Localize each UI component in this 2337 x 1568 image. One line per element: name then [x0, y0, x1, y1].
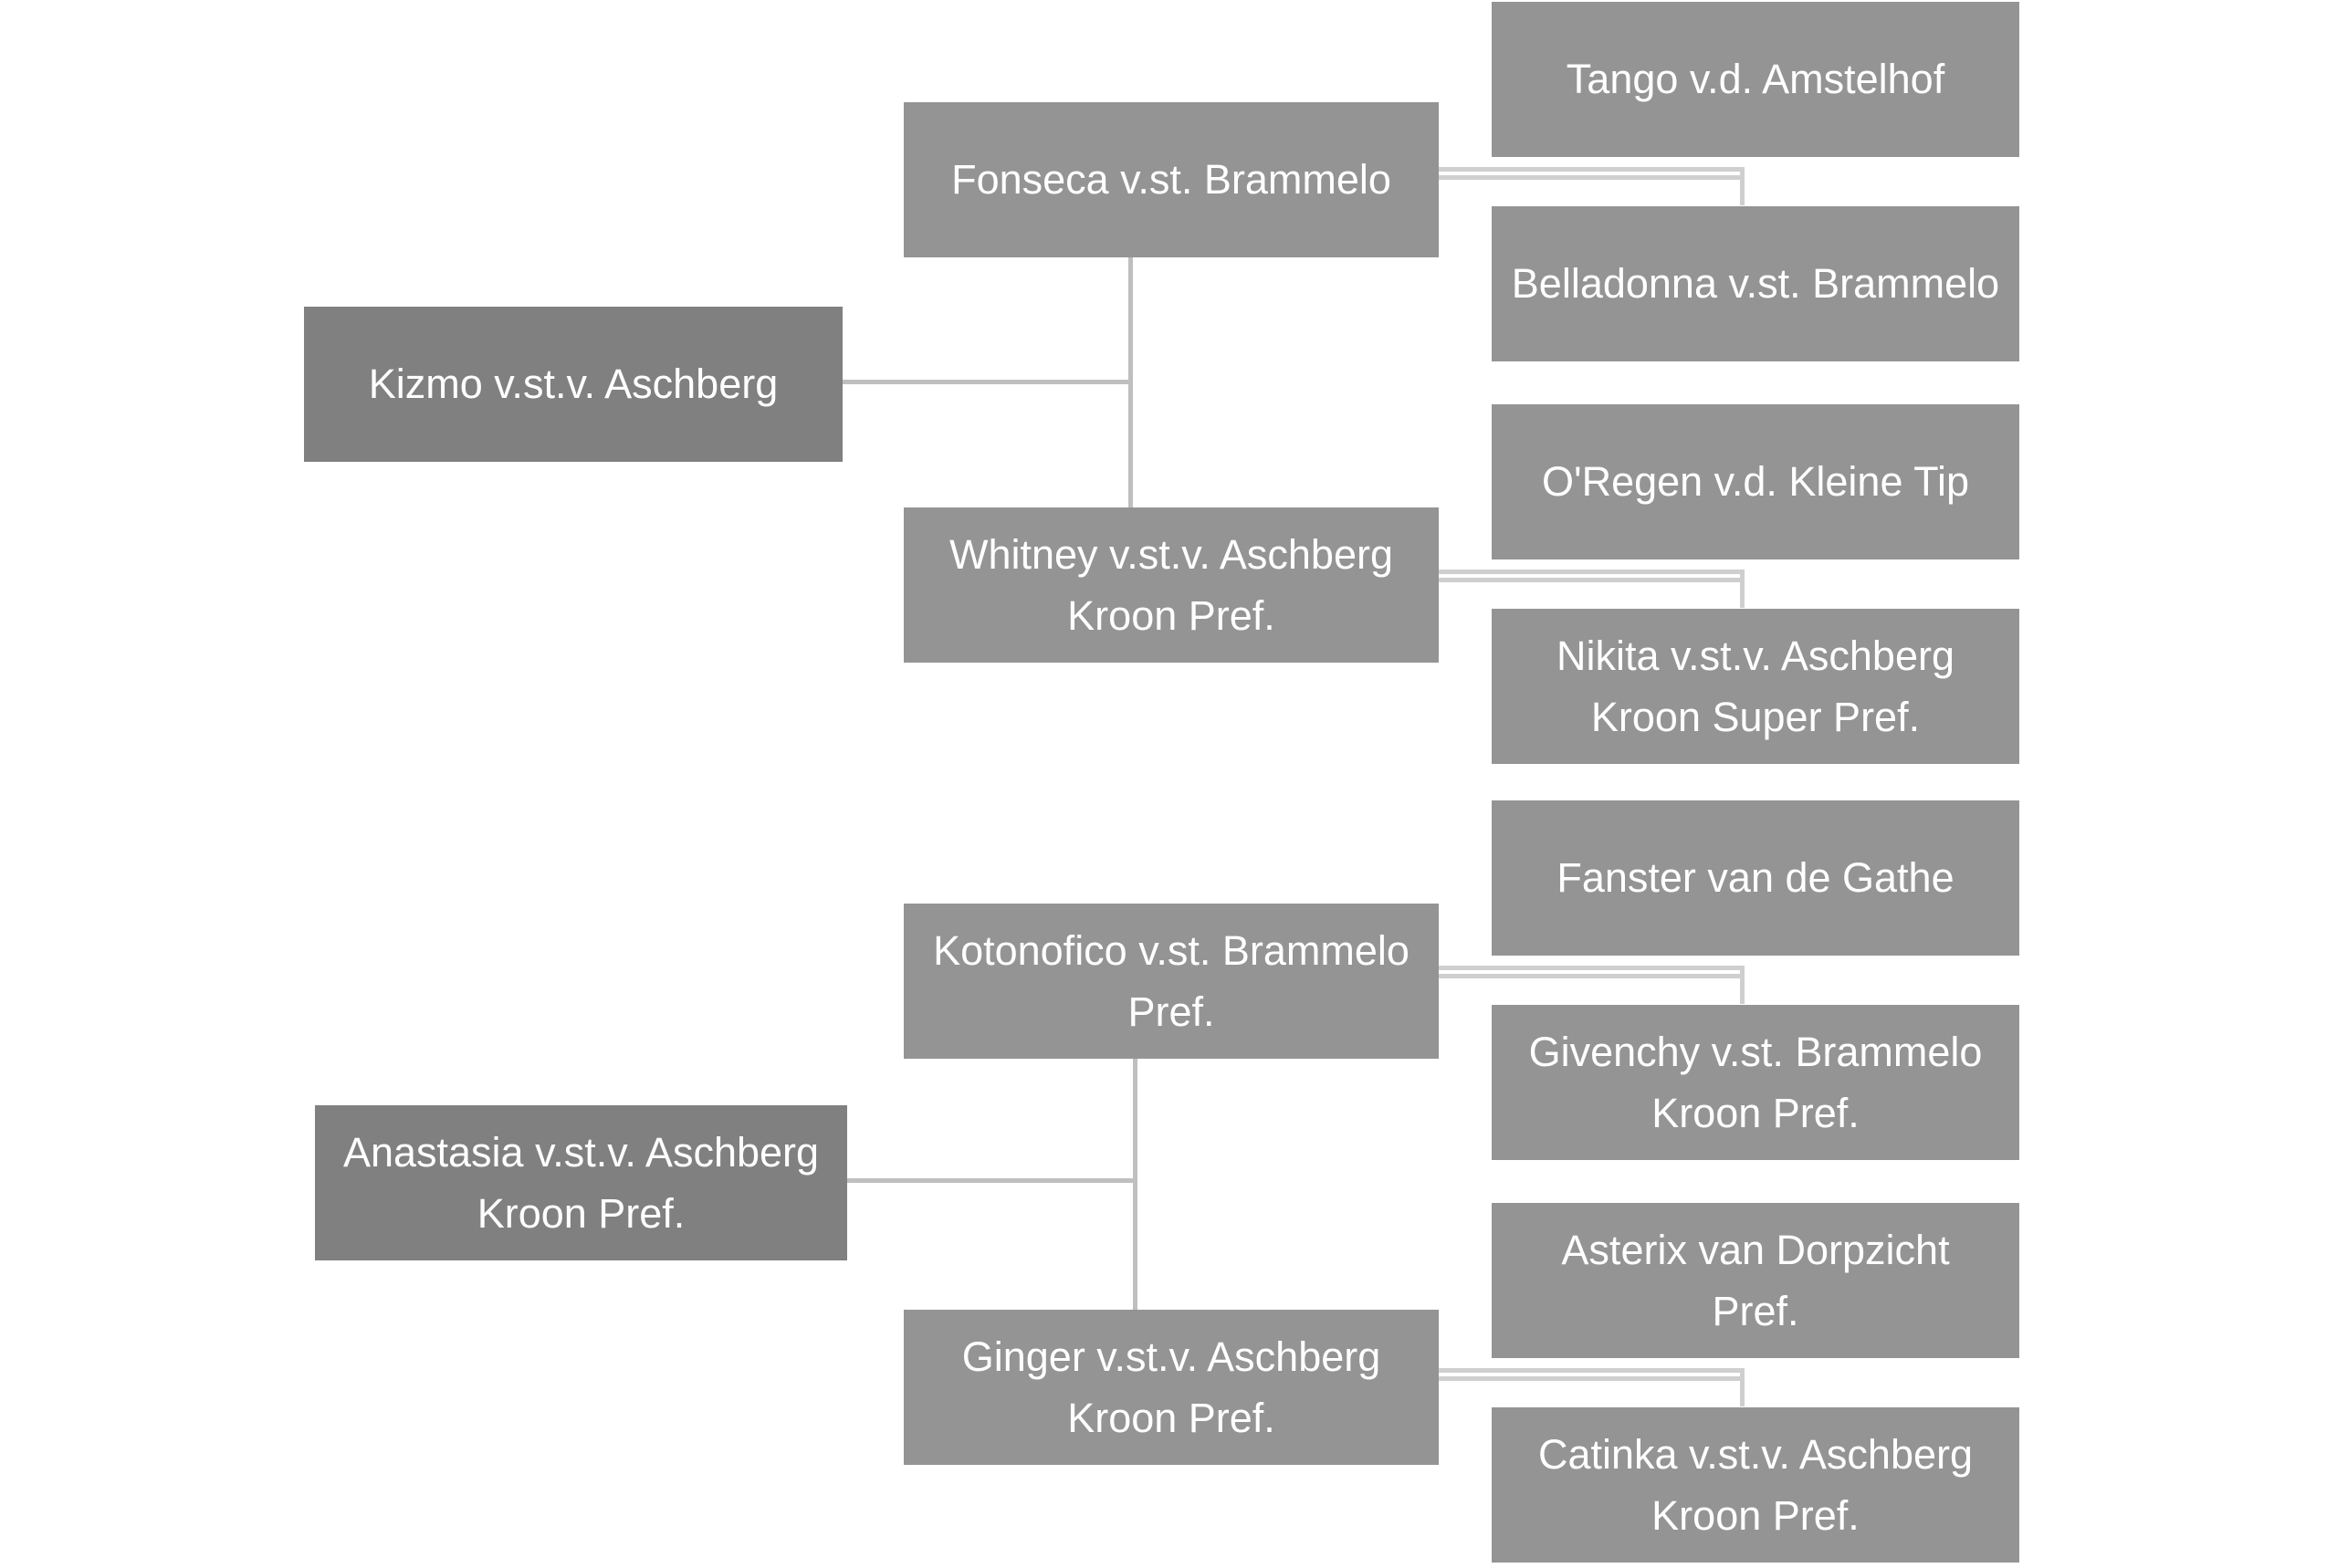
connector-stub-whitney [1740, 570, 1745, 608]
node-givenchy[interactable]: Givenchy v.st. Brammelo Kroon Pref. [1492, 1005, 2019, 1160]
node-ginger[interactable]: Ginger v.st.v. Aschberg Kroon Pref. [904, 1310, 1439, 1465]
node-label-asterix-line2: Pref. [1712, 1288, 1799, 1334]
node-label-catinka-line1: Catinka v.st.v. Aschberg [1537, 1430, 1974, 1478]
node-label-oregen: O'Regen v.d. Kleine Tip [1541, 458, 1970, 506]
node-tango[interactable]: Tango v.d. Amstelhof [1492, 2, 2019, 157]
node-asterix[interactable]: Asterix van Dorpzicht Pref. [1492, 1203, 2019, 1358]
connector-double-ginger [1439, 1368, 1745, 1381]
node-label-ginger: Ginger v.st.v. Aschberg Kroon Pref. [962, 1326, 1381, 1449]
node-belladonna[interactable]: Belladonna v.st. Brammelo [1492, 206, 2019, 361]
node-kotonofico[interactable]: Kotonofico v.st. Brammelo Pref. [904, 904, 1439, 1059]
connector-vertical-anastasia [1133, 1059, 1137, 1310]
node-label-whitney: Whitney v.st.v. Aschberg Kroon Pref. [949, 524, 1393, 647]
node-label-kotonofico-line2: Pref. [1127, 988, 1215, 1035]
node-label-anastasia-line2: Kroon Pref. [477, 1190, 686, 1237]
node-label-whitney-line1: Whitney v.st.v. Aschberg [948, 530, 1393, 578]
node-label-catinka-line2: Kroon Pref. [1651, 1492, 1860, 1539]
connector-stub-kotonofico [1740, 966, 1745, 1004]
node-label-tango: Tango v.d. Amstelhof [1566, 56, 1945, 103]
node-label-givenchy: Givenchy v.st. Brammelo Kroon Pref. [1529, 1021, 1983, 1145]
node-label-ginger-line2: Kroon Pref. [1067, 1395, 1275, 1441]
node-label-whitney-line2: Kroon Pref. [1067, 592, 1275, 639]
node-label-nikita-line1: Nikita v.st.v. Aschberg [1556, 632, 1954, 679]
connector-double-fonseca [1439, 167, 1745, 180]
connector-stub-ginger [1740, 1368, 1745, 1406]
node-label-fanster: Fanster van de Gathe [1556, 854, 1954, 902]
node-label-givenchy-line1: Givenchy v.st. Brammelo [1528, 1028, 1983, 1075]
node-catinka[interactable]: Catinka v.st.v. Aschberg Kroon Pref. [1492, 1407, 2019, 1563]
node-label-belladonna: Belladonna v.st. Brammelo [1511, 260, 2000, 308]
node-label-ginger-line1: Ginger v.st.v. Aschberg [961, 1333, 1381, 1380]
node-anastasia[interactable]: Anastasia v.st.v. Aschberg Kroon Pref. [315, 1105, 847, 1260]
node-label-kotonofico: Kotonofico v.st. Brammelo Pref. [933, 920, 1410, 1043]
node-label-fonseca: Fonseca v.st. Brammelo [951, 156, 1391, 204]
connector-stub-fonseca [1740, 167, 1745, 205]
node-label-anastasia-line1: Anastasia v.st.v. Aschberg [342, 1128, 820, 1176]
node-label-kizmo: Kizmo v.st.v. Aschberg [368, 361, 779, 408]
node-label-nikita: Nikita v.st.v. Aschberg Kroon Super Pref… [1556, 625, 1954, 748]
node-label-asterix-line1: Asterix van Dorpzicht [1561, 1226, 1950, 1273]
connector-horizontal-anastasia [847, 1178, 1137, 1183]
node-fanster[interactable]: Fanster van de Gathe [1492, 800, 2019, 956]
node-label-asterix: Asterix van Dorpzicht Pref. [1561, 1219, 1949, 1343]
connector-double-whitney [1439, 570, 1745, 582]
node-oregen[interactable]: O'Regen v.d. Kleine Tip [1492, 404, 2019, 559]
node-label-nikita-line2: Kroon Super Pref. [1590, 694, 1921, 740]
node-label-kotonofico-line1: Kotonofico v.st. Brammelo [933, 926, 1410, 974]
node-label-anastasia: Anastasia v.st.v. Aschberg Kroon Pref. [343, 1122, 819, 1245]
node-label-givenchy-line2: Kroon Pref. [1651, 1090, 1860, 1136]
node-whitney[interactable]: Whitney v.st.v. Aschberg Kroon Pref. [904, 507, 1439, 663]
node-fonseca[interactable]: Fonseca v.st. Brammelo [904, 102, 1439, 257]
node-nikita[interactable]: Nikita v.st.v. Aschberg Kroon Super Pref… [1492, 609, 2019, 764]
node-label-catinka: Catinka v.st.v. Aschberg Kroon Pref. [1538, 1424, 1973, 1547]
node-kizmo[interactable]: Kizmo v.st.v. Aschberg [304, 307, 843, 462]
connector-horizontal-kizmo [843, 380, 1133, 384]
connector-double-kotonofico [1439, 966, 1745, 978]
